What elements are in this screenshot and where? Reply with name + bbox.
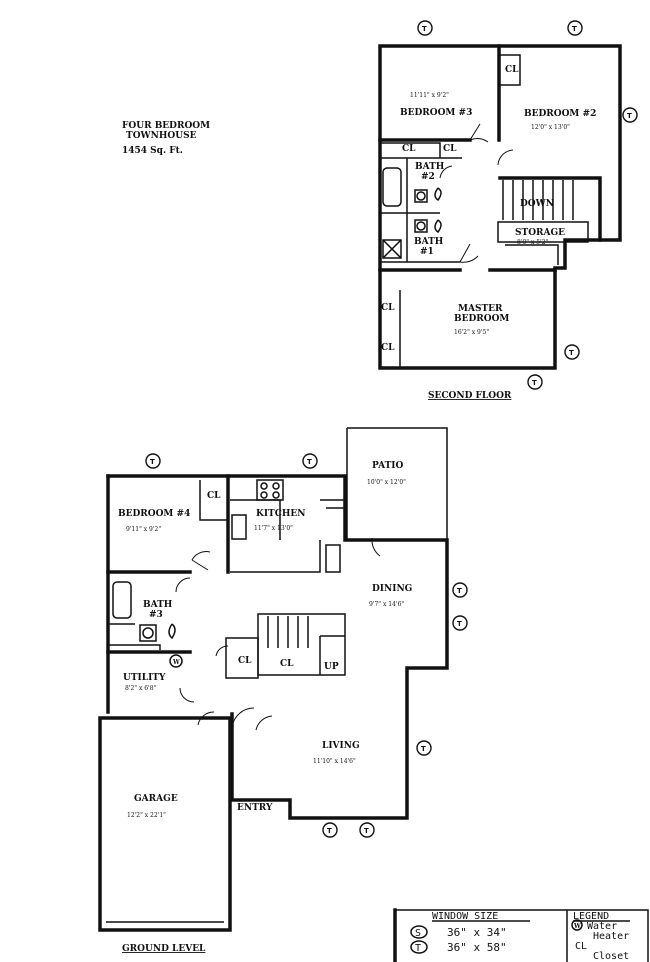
- storage-label: STORAGE: [515, 228, 565, 238]
- svg-text:T: T: [307, 458, 312, 466]
- garage-label: GARAGE: [134, 794, 178, 804]
- ground-level-caption: GROUND LEVEL: [122, 944, 206, 954]
- window-t-mark-8: T: [452, 582, 468, 598]
- garage-size: 12'2" x 22'1": [127, 812, 166, 819]
- svg-text:T: T: [150, 458, 155, 466]
- window-t-mark-2: T: [567, 20, 583, 36]
- bedroom4-label: BEDROOM #4: [118, 509, 190, 519]
- kitchen-label: KITCHEN: [256, 509, 305, 519]
- window-s-symbol: S: [415, 928, 421, 939]
- svg-text:T: T: [627, 112, 632, 120]
- utility-size: 8'2" x 6'8": [125, 685, 157, 692]
- second-floor: 11'11" x 9'2" BEDROOM #3 BEDROOM #2 12'0…: [378, 44, 622, 401]
- svg-text:T: T: [364, 827, 369, 835]
- window-t-mark-7: T: [302, 453, 318, 469]
- legend-closet: Closet: [593, 951, 629, 962]
- storage-size: 8'0" x 5'2": [517, 239, 549, 246]
- entry-label: ENTRY: [237, 803, 273, 813]
- bedroom4-size: 9'11" x 9'2": [126, 526, 161, 533]
- window-t-size: 36" x 58": [447, 941, 507, 954]
- water-heater-mark: W: [172, 659, 180, 666]
- svg-text:T: T: [457, 620, 462, 628]
- legend-heater: Heater: [593, 931, 629, 942]
- window-t-mark-5: T: [527, 374, 543, 390]
- bath2-label-1: BATH: [415, 162, 445, 172]
- closet-b3: CL: [402, 144, 416, 154]
- master-label-2: BEDROOM: [454, 314, 509, 324]
- title-line-1: FOUR BEDROOM: [122, 121, 210, 131]
- title-line-2: TOWNHOUSE: [126, 131, 197, 141]
- svg-text:T: T: [572, 25, 577, 33]
- master-label-1: MASTER: [458, 304, 503, 314]
- bath1-label-1: BATH: [414, 237, 444, 247]
- closet-master-2: CL: [381, 343, 395, 353]
- legend-heading: LEGEND: [573, 911, 609, 922]
- legend-water: Water: [587, 921, 617, 932]
- window-t-mark-9: T: [452, 615, 468, 631]
- patio-label: PATIO: [372, 461, 404, 471]
- dining-size: 9'7" x 14'6": [369, 601, 404, 608]
- legend-w-symbol: W: [573, 923, 581, 930]
- closet-b2: CL: [505, 65, 519, 75]
- master-size: 16'2" x 9'5": [454, 329, 489, 336]
- bath3-label-1: BATH: [143, 600, 173, 610]
- bedroom3-label: BEDROOM #3: [400, 108, 472, 118]
- living-label: LIVING: [322, 741, 360, 751]
- legend-cl-code: CL: [575, 941, 587, 952]
- down-label: DOWN: [520, 199, 554, 209]
- closet-master-1: CL: [381, 303, 395, 313]
- utility-label: UTILITY: [123, 673, 166, 683]
- window-t-mark-12: T: [359, 822, 375, 838]
- window-t-mark-6: T: [145, 453, 161, 469]
- window-s-size: 36" x 34": [447, 926, 507, 939]
- living-size: 11'10" x 14'6": [313, 758, 356, 765]
- legend-box: WINDOW SIZE S 36" x 34" T 36" x 58" LEGE…: [393, 908, 649, 962]
- closet-b4: CL: [207, 491, 221, 501]
- kitchen-size: 11'7" x 13'0": [254, 525, 293, 532]
- ground-level: W BEDROOM #4 9'11" x 9'2" CL KITCHEN 11'…: [98, 427, 449, 954]
- svg-text:T: T: [421, 745, 426, 753]
- closet-hall-1: CL: [238, 656, 252, 666]
- dining-label: DINING: [372, 584, 412, 594]
- second-floor-caption: SECOND FLOOR: [428, 391, 512, 401]
- window-t-mark-3: T: [622, 107, 638, 123]
- window-t-mark-4: T: [564, 344, 580, 360]
- svg-text:T: T: [422, 25, 427, 33]
- closet-hall-2: CL: [280, 659, 294, 669]
- patio-size: 10'0" x 12'0": [367, 479, 406, 486]
- window-t-symbol: T: [415, 943, 421, 954]
- bedroom3-size: 11'11" x 9'2": [410, 92, 449, 99]
- window-t-mark-11: T: [322, 822, 338, 838]
- svg-text:T: T: [569, 349, 574, 357]
- square-footage: 1454 Sq. Ft.: [122, 146, 183, 156]
- stairs-up-label: UP: [324, 662, 339, 672]
- bath2-label-2: #2: [421, 172, 435, 182]
- window-size-heading: WINDOW SIZE: [432, 911, 498, 922]
- bath3-label-2: #3: [149, 610, 163, 620]
- svg-text:T: T: [457, 587, 462, 595]
- svg-text:T: T: [532, 379, 537, 387]
- bedroom2-label: BEDROOM #2: [524, 109, 596, 119]
- bath1-label-2: #1: [420, 247, 434, 257]
- window-t-mark-10: T: [416, 740, 432, 756]
- closet-b3-2: CL: [443, 144, 457, 154]
- window-t-mark-1: T: [417, 20, 433, 36]
- bedroom2-size: 12'0" x 13'0": [531, 124, 570, 131]
- svg-text:T: T: [327, 827, 332, 835]
